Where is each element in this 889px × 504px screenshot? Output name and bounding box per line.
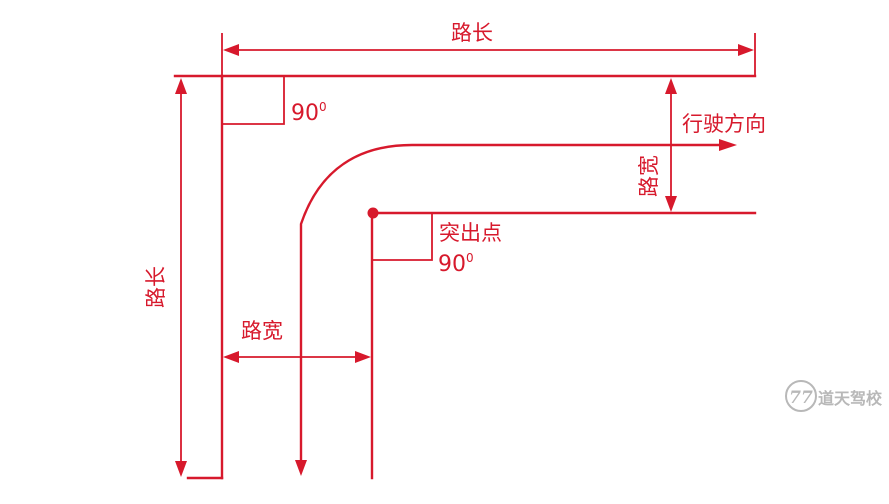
dim-right-arrow-top [665,78,677,94]
protruding-point-marker [367,207,379,219]
watermark: 77 道天驾校 [785,380,883,412]
angle-top-value: 90 [291,101,319,126]
dim-top-arrow-left [223,44,239,56]
label-driving-direction: 行驶方向 [682,112,766,136]
label-road-length-top: 路长 [451,21,493,45]
angle-bottom-sup: 0 [466,251,474,265]
watermark-logo: 77 [789,388,813,408]
label-road-width-bottom: 路宽 [241,319,283,343]
angle-bottom-value: 90 [438,252,466,277]
path-arrow-down [295,460,307,476]
dim-bottom-arrow-right [355,351,371,363]
dim-bottom-arrow-left [223,351,239,363]
inner-road-boundary [370,211,757,480]
dim-left-arrow-bottom [175,461,187,477]
label-road-length-left: 路长 [144,266,168,308]
angle-label-top: 900 [291,100,327,126]
right-angle-mark-bottom [372,213,433,261]
dim-top-arrow-right [738,44,754,56]
label-road-width-right: 路宽 [637,155,661,197]
vehicle-path [299,143,722,464]
watermark-logo-ring [785,380,817,412]
angle-label-bottom: 900 [438,251,474,277]
right-angle-mark-top [222,76,285,125]
dim-right-arrow-bottom [665,196,677,212]
watermark-text: 道天驾校 [818,389,883,408]
angle-top-sup: 0 [319,100,327,114]
path-arrow-right [719,139,737,151]
dim-left-arrow-top [175,78,187,94]
label-protruding-point: 突出点 [439,221,502,245]
